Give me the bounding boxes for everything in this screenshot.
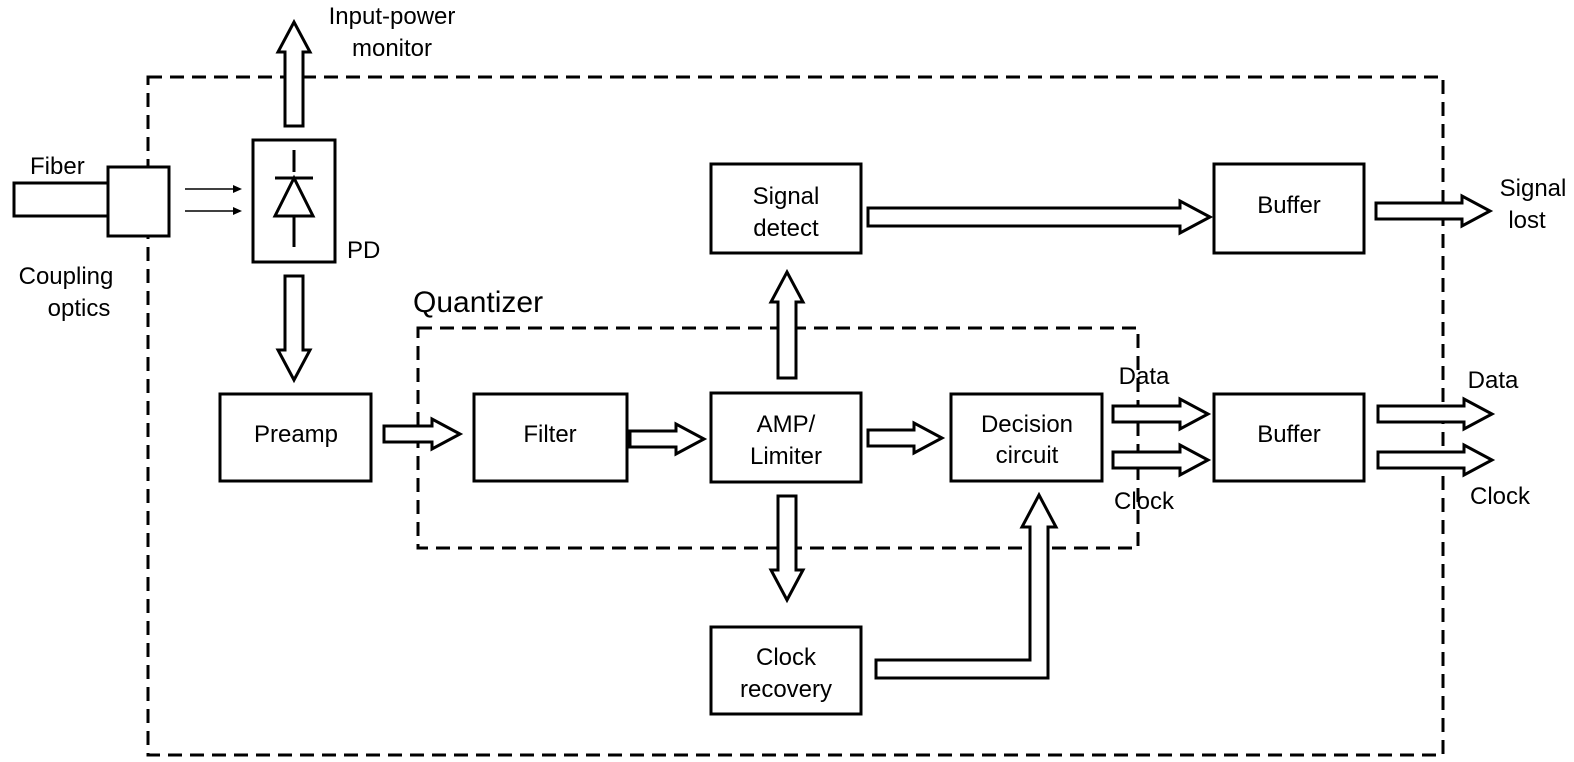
photodiode-symbol-icon [272,150,316,247]
arrow-data-out [1376,396,1496,432]
arrow-clock-recovery-to-decision [874,491,1059,680]
arrow-amp-to-decision [866,420,946,456]
signal-detect-block [709,162,863,255]
clock-out-label: Clock [1470,483,1531,510]
signal-detect-label-line2: detect [753,215,819,242]
decision-circuit-block [949,392,1104,483]
signal-lost-label-line2: lost [1508,207,1546,234]
fiber-label: Fiber [30,153,85,180]
input-power-monitor-label-line2: monitor [352,35,432,62]
buffer-top-label: Buffer [1257,192,1321,219]
coupling-optics-label-line1: Coupling [19,263,114,290]
preamp-label: Preamp [254,421,338,448]
input-power-monitor-label-line1: Input-power [329,3,456,30]
fiber [12,181,110,218]
decision-circuit-label-line2: circuit [996,442,1059,469]
clock-mid-label: Clock [1114,488,1175,515]
light-rays [185,185,242,215]
clock-recovery-label-line1: Clock [756,644,817,671]
preamp-block [218,392,373,483]
buffer-top-block [1212,162,1366,255]
signal-detect-label-line1: Signal [753,183,820,210]
coupling-optics [106,165,171,238]
arrow-pd-to-preamp [275,274,313,384]
arrow-to-signal-lost [1374,193,1494,229]
arrow-decision-clock-to-buffer [1111,442,1212,478]
data-mid-label: Data [1119,363,1170,390]
coupling-optics-label-line2: optics [48,295,111,322]
arrow-preamp-to-filter [382,416,464,452]
pd-label: PD [347,237,380,264]
signal-lost-label-line1: Signal [1500,175,1567,202]
filter-label: Filter [523,421,576,448]
arrow-signal-detect-to-buffer [866,198,1214,236]
amp-limiter-block [709,391,863,484]
decision-circuit-label-line1: Decision [981,411,1073,438]
arrow-amp-to-clock-recovery [768,494,806,604]
arrow-decision-data-to-buffer [1111,396,1212,432]
arrow-clock-out [1376,442,1496,478]
clock-recovery-label-line2: recovery [740,676,832,703]
amp-limiter-label-line2: Limiter [750,443,822,470]
arrow-filter-to-amp [628,421,708,457]
buffer-bottom-label: Buffer [1257,421,1321,448]
data-out-label: Data [1468,367,1519,394]
arrow-amp-to-signal-detect [768,268,806,380]
filter-block [472,392,629,483]
quantizer-label: Quantizer [413,286,543,319]
arrow-to-input-power-monitor [275,18,313,128]
buffer-bottom-block [1212,392,1366,483]
clock-recovery-block [709,625,863,716]
amp-limiter-label-line1: AMP/ [757,411,816,438]
